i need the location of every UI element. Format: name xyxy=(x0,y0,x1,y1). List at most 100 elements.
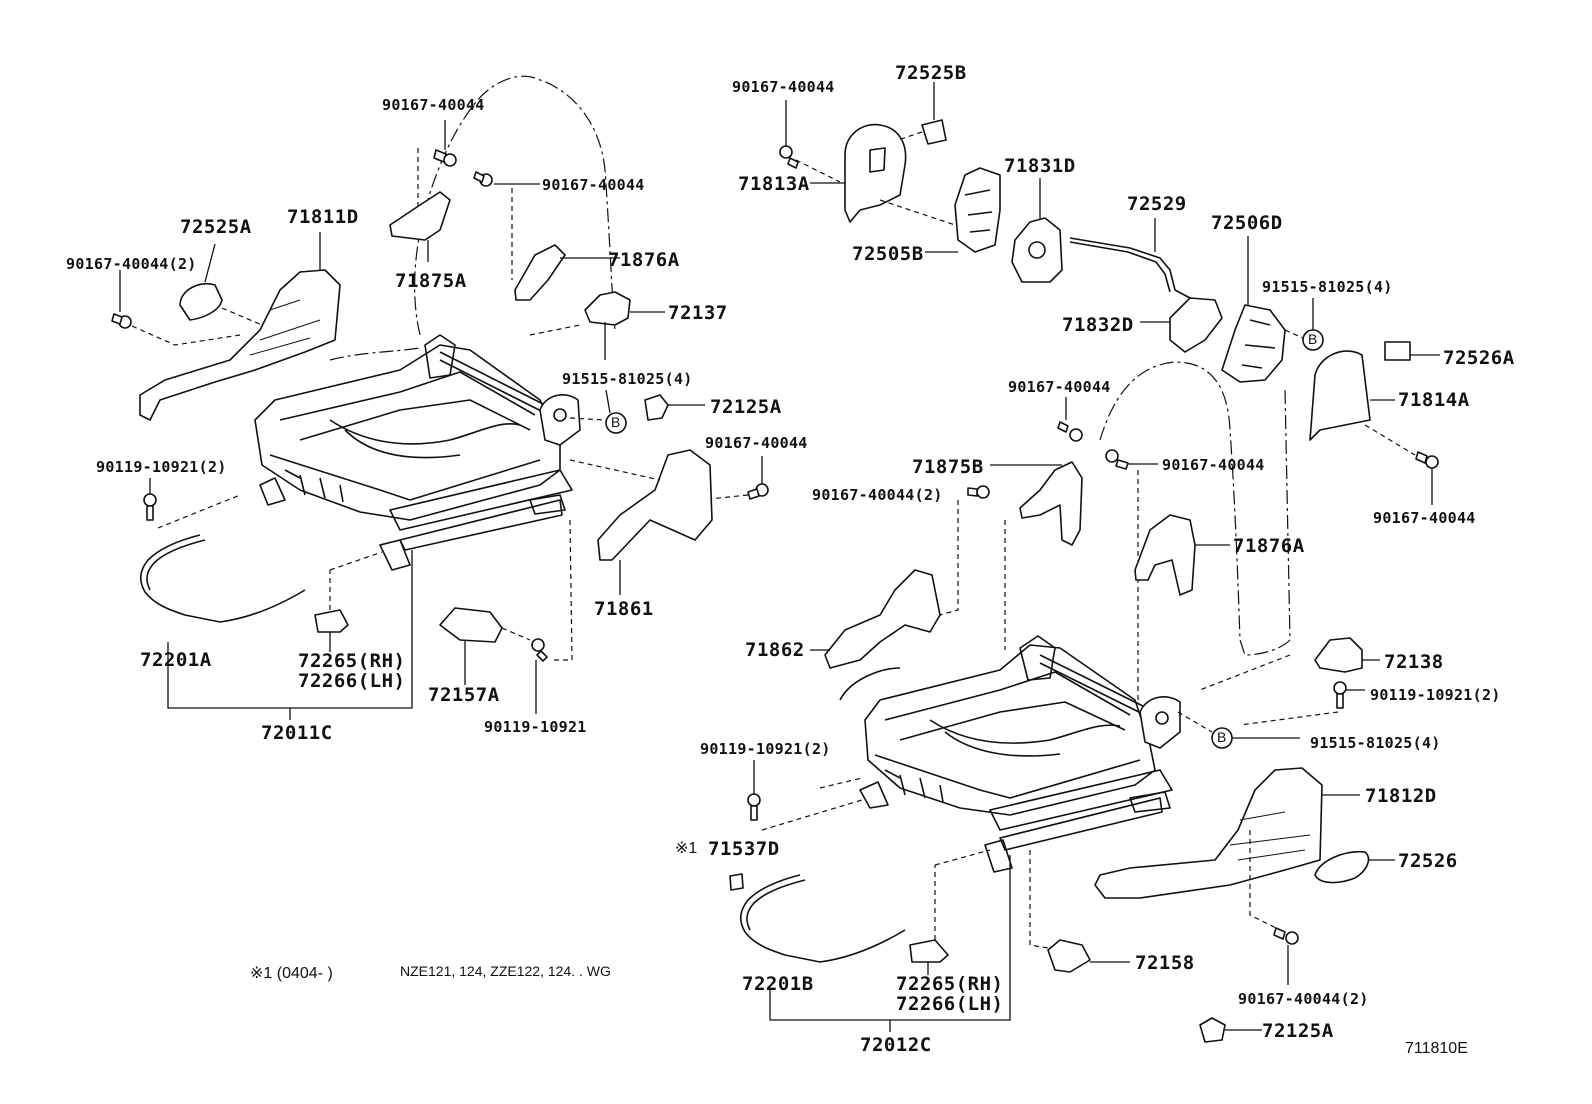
label-part-72201A: 72201A xyxy=(140,649,212,671)
bolt-icon xyxy=(111,313,132,329)
cover-71814A-shape xyxy=(1309,350,1371,441)
label-bolt-90167-40044-qty2: 90167-40044(2) xyxy=(1238,990,1369,1008)
label-part-72158: 72158 xyxy=(1135,952,1195,974)
label-part-72505B: 72505B xyxy=(852,243,924,265)
leader-dashed xyxy=(529,324,581,336)
label-bolt-90167-40044: 90167-40044 xyxy=(542,176,645,194)
label-part-72265-rh: 72265(RH) xyxy=(896,973,1004,995)
leader-line xyxy=(605,389,611,414)
bracket-72505B-shape xyxy=(954,167,1001,253)
label-part-72125A: 72125A xyxy=(1262,1020,1334,1042)
wire-72201A-shape xyxy=(139,534,306,623)
label-part-71832D: 71832D xyxy=(1062,314,1134,336)
label-part-71875A: 71875A xyxy=(395,270,467,292)
leader-dashed xyxy=(1364,424,1416,456)
cover-71875A-shape xyxy=(389,191,451,241)
switch-72265-right-shape xyxy=(909,939,949,963)
label-part-71813A: 71813A xyxy=(738,173,810,195)
cover-detail xyxy=(869,147,886,173)
label-bolt-90119-10921-qty2: 90119-10921(2) xyxy=(700,740,831,758)
cover-72525B-shape xyxy=(921,119,947,145)
bracket-detail xyxy=(964,189,993,233)
label-bolt-90167-40044: 90167-40044 xyxy=(732,78,835,96)
bracket-detail xyxy=(1241,319,1276,369)
bolt-icon xyxy=(779,145,799,169)
bolt-icon xyxy=(747,793,761,821)
leader-dashed xyxy=(1239,711,1339,726)
bolt-icon xyxy=(1105,449,1129,470)
bolt-icon xyxy=(1333,681,1347,709)
cover-71861-shape xyxy=(597,449,713,561)
cover-72526A-shape xyxy=(1384,341,1411,361)
leader-dashed xyxy=(569,417,606,421)
cover-71875B-shape xyxy=(1019,461,1083,546)
label-part-72125A: 72125A xyxy=(710,396,782,418)
cover-71876A-shape xyxy=(514,244,566,301)
leader-dashed xyxy=(795,159,841,183)
leader-dashed xyxy=(131,325,241,346)
bolt-icon xyxy=(967,485,990,499)
leader-dashed xyxy=(1199,654,1291,691)
leader-dashed xyxy=(1284,329,1304,339)
leader-dashed xyxy=(934,849,991,866)
seat-frame-left xyxy=(254,334,581,571)
bracket-72137-shape xyxy=(584,291,631,326)
bolt-b-callout-left xyxy=(605,412,627,434)
label-part-72525B: 72525B xyxy=(895,62,967,84)
wire-72201A-shape xyxy=(146,539,206,591)
wire-72201B-shape xyxy=(739,874,906,963)
diagram-code: 711810E xyxy=(1405,1040,1468,1057)
label-bolt-91515-81025: 91515-81025(4) xyxy=(1310,734,1441,752)
shield-71812D-shape xyxy=(1094,767,1323,899)
bracket-72506D-shape xyxy=(1221,304,1286,383)
label-part-71876A: 71876A xyxy=(608,249,680,271)
label-part-71814A: 71814A xyxy=(1398,389,1470,411)
label-bolt-90119-10921-qty2: 90119-10921(2) xyxy=(1370,686,1501,704)
leader-dashed xyxy=(1029,850,1049,949)
label-part-72529: 72529 xyxy=(1127,193,1187,215)
leader-dashed xyxy=(879,199,956,226)
label-part-71537D: 71537D xyxy=(708,838,780,860)
label-bolt-90167-40044: 90167-40044 xyxy=(1008,378,1111,396)
label-part-72201B: 72201B xyxy=(742,973,814,995)
seatback-outline-left xyxy=(414,75,616,336)
clip-72125A-bottom-shape xyxy=(1199,1017,1226,1043)
bolt-icon xyxy=(1415,451,1439,469)
shield-detail xyxy=(1229,811,1311,861)
bracket-71832D-shape xyxy=(1169,297,1223,353)
knob-72526-shape xyxy=(1314,850,1370,884)
bolt-icon xyxy=(1057,421,1083,442)
label-bolt-90119-10921-qty2: 90119-10921(2) xyxy=(96,458,227,476)
shield-71811D-shape xyxy=(139,269,341,421)
label-part-72526: 72526 xyxy=(1398,850,1458,872)
clip-72125A-shape xyxy=(644,394,669,421)
cover-72525A-shape xyxy=(179,283,223,321)
label-part-71861: 71861 xyxy=(594,598,654,620)
bolt-icon xyxy=(473,171,493,187)
bolt-icon xyxy=(143,493,157,521)
leader-dashed xyxy=(761,799,863,831)
bracket-hole xyxy=(1028,241,1046,259)
label-bolt-90167-40044: 90167-40044 xyxy=(705,434,808,452)
label-part-71876A: 71876A xyxy=(1233,535,1305,557)
label-bolt-91515-81025: 91515-81025(4) xyxy=(1262,278,1393,296)
bolt-icon xyxy=(747,483,769,500)
label-bolt-90167-40044: 90167-40044 xyxy=(1373,509,1476,527)
label-bolt-90167-40044-qty2: 90167-40044(2) xyxy=(812,486,943,504)
seatback-outline-right xyxy=(1099,361,1291,656)
leader-dashed xyxy=(157,494,241,529)
label-part-72266-lh: 72266(LH) xyxy=(298,670,406,692)
label-part-72265-rh: 72265(RH) xyxy=(298,650,406,672)
cover-72157A-shape xyxy=(439,607,503,643)
leader-dashed xyxy=(221,307,263,326)
label-part-71811D: 71811D xyxy=(287,206,359,228)
leader-dashed xyxy=(939,500,959,616)
leader-dashed xyxy=(897,131,923,141)
bolt-icon xyxy=(531,638,548,662)
label-part-72525A: 72525A xyxy=(180,216,252,238)
bracket-71831D-shape xyxy=(1011,217,1063,283)
footnote-mark: ※1 (0404- ) xyxy=(250,965,333,982)
label-part-71812D: 71812D xyxy=(1365,785,1437,807)
label-bolt-90119-10921: 90119-10921 xyxy=(484,718,587,736)
